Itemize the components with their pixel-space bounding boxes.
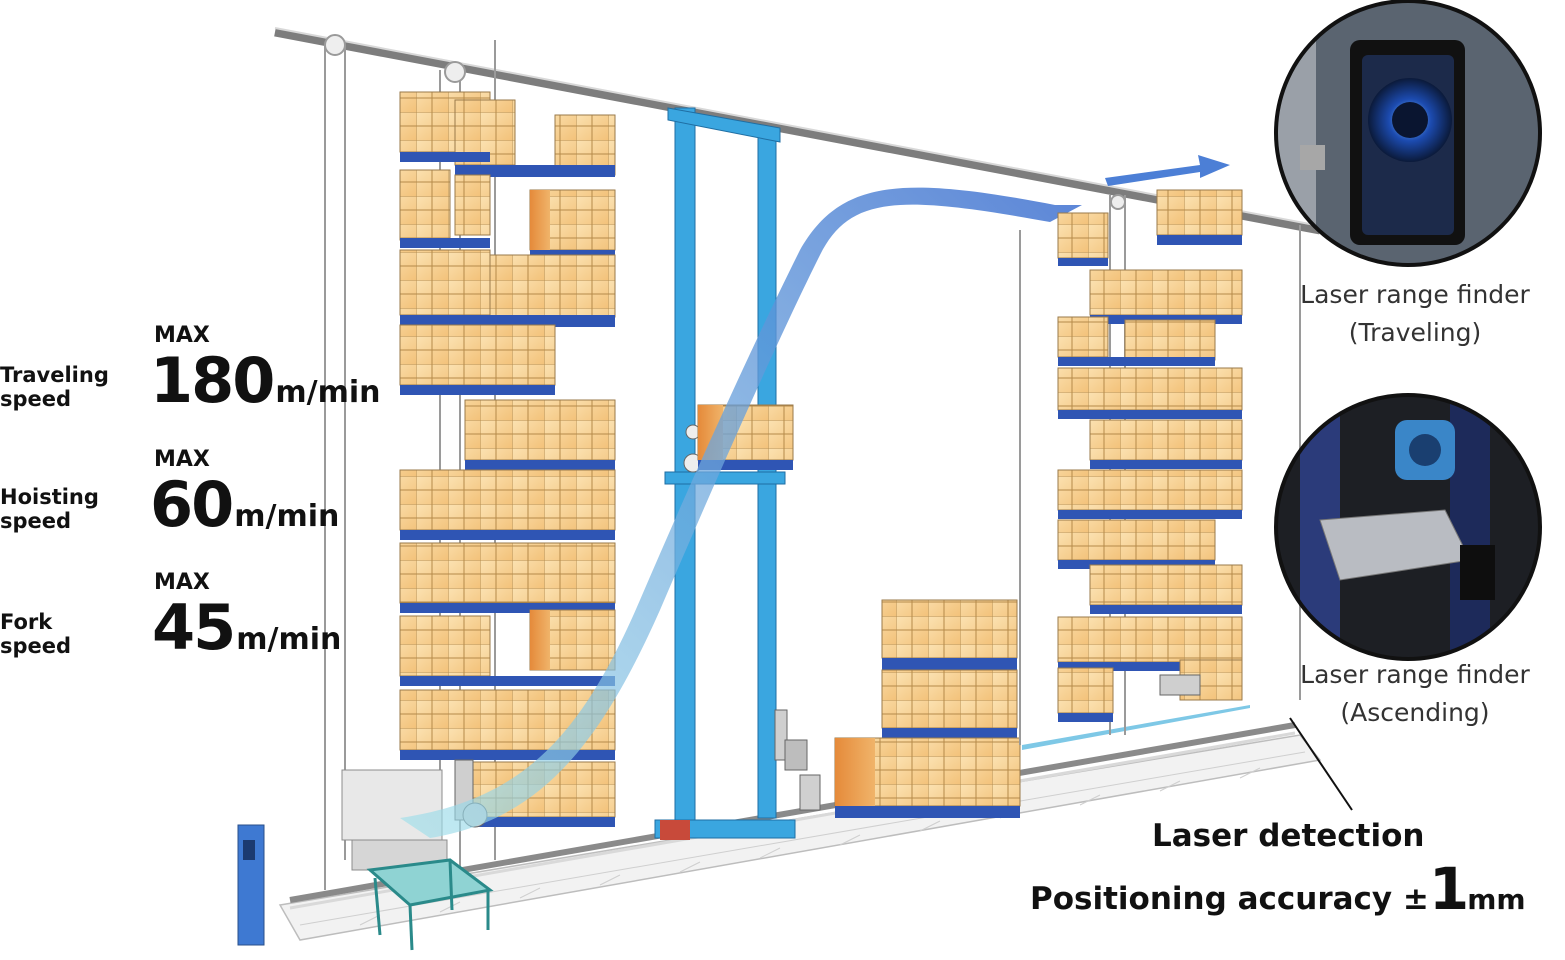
load-row xyxy=(399,609,616,686)
traveling-speed-label: Traveling speed xyxy=(0,363,109,411)
positioning-accuracy: Positioning accuracy ±1mm xyxy=(1030,855,1526,923)
traveling-speed-value: 180m/min xyxy=(150,350,381,424)
spec-max: MAX xyxy=(154,570,210,595)
load-row xyxy=(399,542,616,613)
spec-number: 45 xyxy=(152,591,236,664)
spec-unit: m/min xyxy=(236,622,342,657)
spec-label-line1: Fork xyxy=(0,610,53,634)
caption-line2: (Ascending) xyxy=(1340,698,1490,727)
spec-number: 60 xyxy=(150,468,234,541)
laser-range-finder-traveling-photo xyxy=(1274,0,1542,267)
spec-unit: m/min xyxy=(234,499,340,534)
caption-line2: (Traveling) xyxy=(1348,318,1482,347)
laser-detection-title: Laser detection xyxy=(1152,818,1425,854)
fork-speed-value: 45m/min xyxy=(152,597,341,671)
terminal-post xyxy=(237,824,265,946)
stacker-crane-mast xyxy=(654,107,796,840)
hoisting-speed-value: 60m/min xyxy=(150,474,339,548)
load-row xyxy=(399,91,616,177)
spec-label-line2: speed xyxy=(0,387,72,411)
spec-number: 180 xyxy=(150,344,275,417)
spec-label-line2: speed xyxy=(0,509,72,533)
hoisting-speed-label: Hoisting speed xyxy=(0,485,99,533)
laser-range-finder-ascending-photo xyxy=(1274,393,1542,661)
load-row xyxy=(399,169,616,260)
photo-caption-traveling: Laser range finder (Traveling) xyxy=(1265,276,1565,352)
spec-label-line2: speed xyxy=(0,634,72,658)
caption-line1: Laser range finder xyxy=(1300,280,1530,309)
spec-max: MAX xyxy=(154,323,210,348)
spec-label-line1: Hoisting xyxy=(0,485,99,509)
right-rack-loads xyxy=(1057,189,1243,722)
caption-line1: Laser range finder xyxy=(1300,660,1530,689)
motion-arrows xyxy=(400,155,1250,838)
laser-leader-line xyxy=(1289,717,1353,811)
left-rack-loads xyxy=(399,91,616,827)
accuracy-value: 1 xyxy=(1428,855,1469,923)
load-row xyxy=(399,324,556,395)
accuracy-label: Positioning accuracy ± xyxy=(1030,881,1429,917)
load-row xyxy=(399,249,616,327)
fork-speed-label: Fork speed xyxy=(0,610,71,658)
floor-loads xyxy=(834,599,1021,818)
spec-label-line1: Traveling xyxy=(0,363,109,387)
accuracy-unit: mm xyxy=(1467,883,1526,916)
load-row xyxy=(399,469,616,540)
load-row xyxy=(464,399,616,470)
conveyor xyxy=(366,858,494,951)
spec-unit: m/min xyxy=(275,375,381,410)
photo-caption-ascending: Laser range finder (Ascending) xyxy=(1265,656,1565,732)
spec-max: MAX xyxy=(154,447,210,472)
